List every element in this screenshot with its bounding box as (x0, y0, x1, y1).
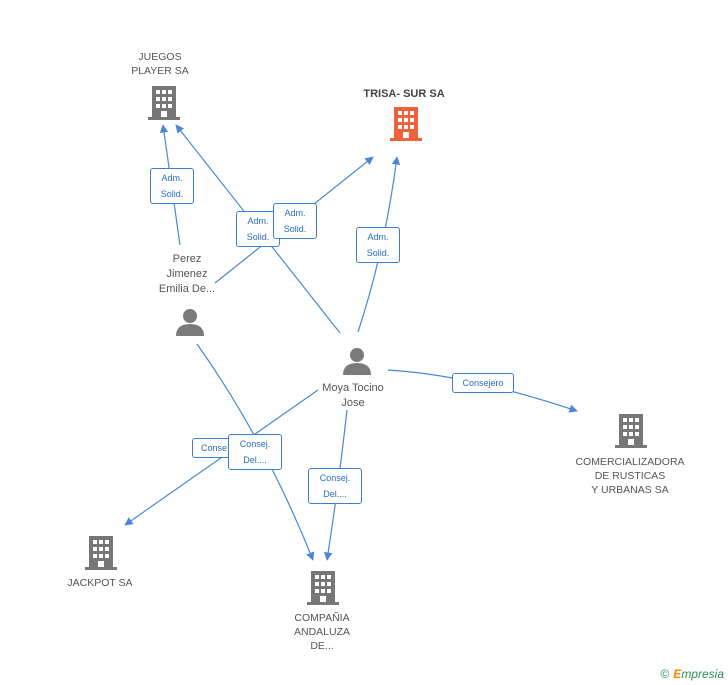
person-icon[interactable] (175, 307, 205, 337)
building-icon[interactable] (148, 86, 180, 120)
building-icon[interactable] (85, 536, 117, 570)
edge-label-adm-solid: Adm. Solid. (273, 203, 317, 239)
node-label-moya-tocino[interactable]: Moya Tocino Jose (322, 382, 384, 409)
edge-label-consej-del: Consej. Del.... (308, 468, 362, 504)
edge-label-consejero: Consejero (452, 373, 514, 393)
person-icon[interactable] (342, 346, 372, 376)
brand-name: mpresia (681, 667, 724, 681)
node-label-juegos-player[interactable]: JUEGOS PLAYER SA (131, 51, 189, 77)
node-label-trisa-sur[interactable]: TRISA- SUR SA (363, 88, 445, 100)
edge-label-adm-solid: Adm. Solid. (236, 211, 280, 247)
edge-label-adm-solid: Adm. Solid. (356, 227, 400, 263)
copyright-symbol: © (660, 667, 670, 681)
building-icon[interactable] (307, 571, 339, 605)
node-label-compania-andaluza[interactable]: COMPAÑIA ANDALUZA DE... (293, 612, 350, 652)
edge-label-adm-solid: Adm. Solid. (150, 168, 194, 204)
node-label-comercializadora[interactable]: COMERCIALIZADORA DE RUSTICAS Y URBANAS S… (575, 456, 685, 496)
footer-brand: ©Empresia (660, 667, 724, 681)
edge-label-consej-del: Consej. Del.... (228, 434, 282, 470)
node-label-perez-jimenez[interactable]: Perez Jimenez Emilia De... (158, 253, 216, 295)
building-icon-highlight[interactable] (390, 107, 422, 141)
node-label-jackpot[interactable]: JACKPOT SA (67, 577, 133, 589)
brand-letter: E (673, 667, 682, 681)
building-icon[interactable] (615, 414, 647, 448)
